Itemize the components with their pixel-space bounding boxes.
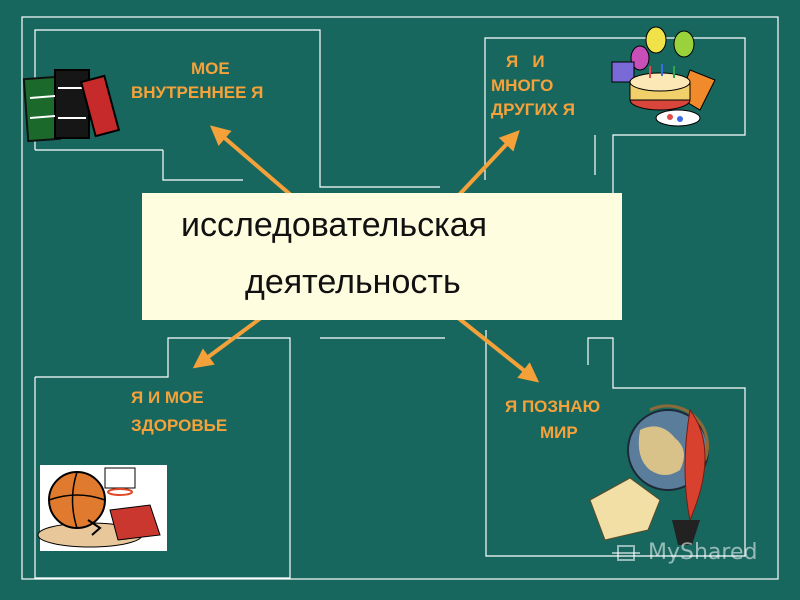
label-bottom-right-line-2: МИР xyxy=(540,423,578,442)
myshared-logo-icon xyxy=(612,545,640,561)
outer-frame xyxy=(21,16,779,580)
birthday-cake-balloons-icon xyxy=(611,26,716,127)
center-box xyxy=(142,193,622,320)
watermark: MyShared xyxy=(648,540,758,565)
arrow-bottom-right xyxy=(450,311,540,383)
label-bottom-left-line-2: ЗДОРОВЬЕ xyxy=(131,416,228,435)
center-title-line-1: исследовательская xyxy=(181,206,488,244)
arrow-top-left xyxy=(209,125,294,198)
globe-quill-map-icon xyxy=(589,404,710,545)
label-top-left-line-2: ВНУТРЕННЕЕ Я xyxy=(131,83,264,102)
label-bottom-right-line-1: Я ПОЗНАЮ xyxy=(505,397,601,416)
label-top-left-line-1: МОЕ xyxy=(191,59,230,78)
basketball-sneakers-icon xyxy=(37,465,167,551)
arrow-top-right xyxy=(456,130,520,198)
books-icon xyxy=(22,69,121,143)
label-top-right-line-2: МНОГО xyxy=(491,76,554,95)
label-bottom-left-line-1: Я И МОЕ xyxy=(131,388,204,407)
label-top-right-line-1: Я И xyxy=(506,52,545,71)
center-title-line-2: деятельность xyxy=(245,263,461,301)
room-outlines xyxy=(34,29,746,579)
label-top-right-line-3: ДРУГИХ Я xyxy=(491,100,575,119)
